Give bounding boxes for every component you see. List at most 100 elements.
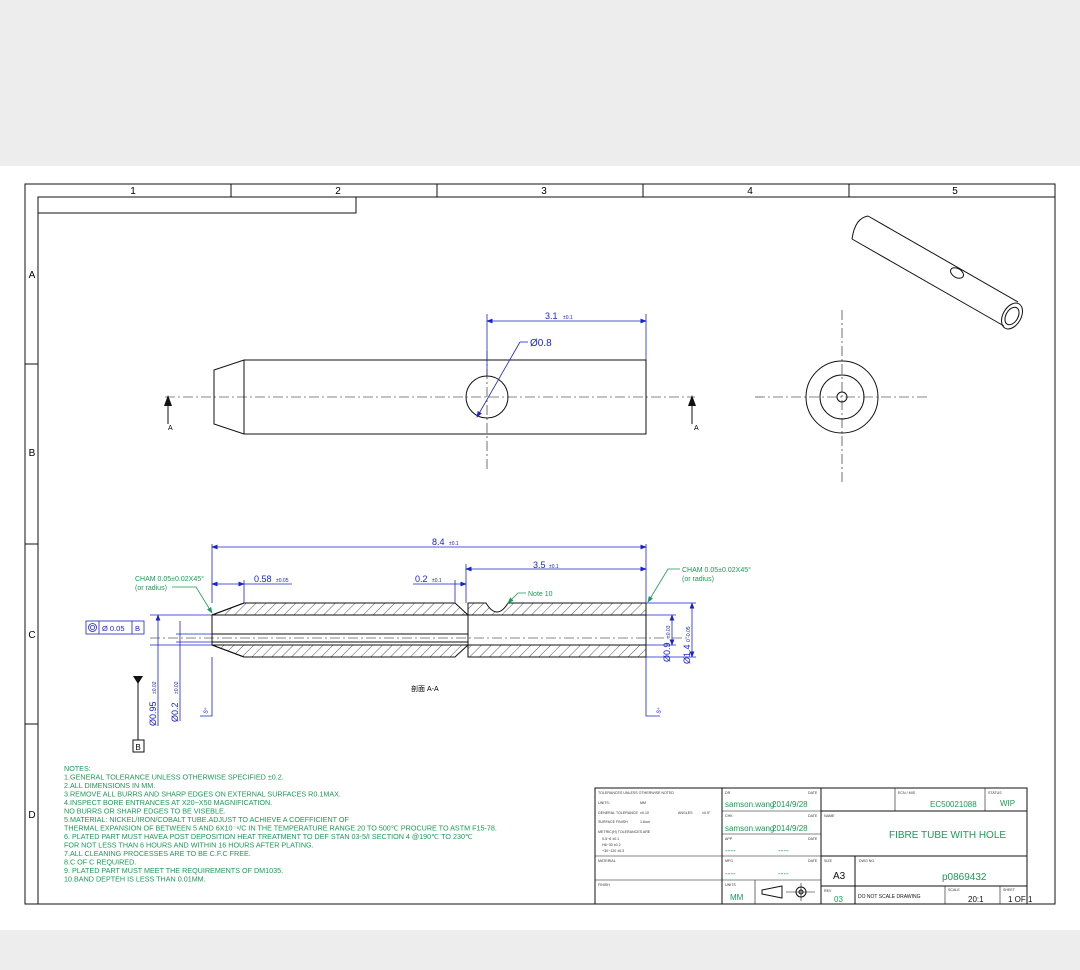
tb-general-tol-label: GENERAL TOLERANCE: [598, 811, 638, 815]
tb-checked-by: samson.wang: [725, 824, 774, 833]
note-line: 6. PLATED PART MUST HAVEA POST DEPOSITIO…: [64, 832, 473, 841]
tb-mfg-by: ----: [725, 869, 736, 878]
cham-left-line1: CHAM 0.05±0.02X45°: [135, 575, 204, 583]
tb-rev-label: REV: [824, 889, 832, 893]
title-block: [594, 787, 1028, 905]
cham-right-line2: (or radius): [682, 576, 714, 583]
tb-app-label: APP: [725, 837, 733, 841]
note10-leader: [507, 592, 526, 604]
isometric-view: [851, 215, 1023, 330]
cham-right-leader: [647, 568, 680, 603]
tb-metric-1: 0-5~6 ±0.1: [602, 837, 619, 841]
row-label: D: [28, 810, 35, 821]
outer-dia-label: Ø1.4: [682, 644, 692, 664]
row-label: B: [29, 448, 36, 459]
tb-status-label: STATUS: [988, 791, 1002, 795]
cham-angle-right: [645, 657, 660, 717]
note-line: 5.MATERIAL: NICKEL/IRON/COBALT TUBE.ADJU…: [64, 815, 350, 824]
tb-dwg-label: DWG NO.: [859, 859, 875, 863]
tb-finish-label: FINISH: [598, 883, 610, 887]
note-line: FOR NOT LESS THAN 6 HOURS AND WITHIN 16 …: [64, 841, 314, 850]
note-line: 2.ALL DIMENSIONS IN MM.: [64, 781, 155, 790]
column-label: 4: [747, 186, 753, 197]
small-bore-tol: ±0.02: [174, 681, 180, 694]
notes-block: NOTES: 1.GENERAL TOLERANCE UNLESS OTHERW…: [64, 764, 497, 884]
bore-len-tol: ±0.1: [549, 564, 559, 570]
tb-drawn-by: samson.wang: [725, 800, 774, 809]
tb-units2-value: MM: [730, 893, 744, 902]
column-label: 5: [952, 186, 958, 197]
tb-size: A3: [833, 871, 846, 882]
tb-material-label: MATERIAL: [598, 859, 616, 863]
tb-metric-2: H6~30 ±0.2: [602, 843, 621, 847]
tb-angle-label: ANGLES: [678, 811, 693, 815]
revision-box: [37, 196, 357, 214]
concentricity-icon: [88, 623, 97, 632]
tb-status: WIP: [1000, 799, 1015, 808]
note-line: 7.ALL CLEANING PROCESSES ARE TO BE C.F.C…: [64, 849, 251, 858]
groove-w-tol: ±0.1: [432, 578, 442, 584]
fcf-value: Ø 0.05: [102, 624, 125, 633]
tb-units-label: UNITS:: [598, 801, 610, 805]
cham-left-leader: [172, 586, 213, 614]
fcf-datum: B: [135, 624, 140, 633]
row-label: C: [28, 630, 35, 641]
front-view: [164, 351, 696, 471]
column-label: 3: [541, 186, 547, 197]
tb-angle-value: ±0.5°: [702, 811, 711, 815]
section-label: 剖面 A-A: [411, 684, 439, 693]
tb-checked-date: 2014/9/28: [772, 824, 808, 833]
front-len-tol: ±0.05: [276, 578, 289, 584]
tb-name-label: NAME: [824, 814, 835, 818]
cham-angle-left: [200, 657, 213, 717]
groove-w-label: 0.2: [415, 574, 428, 584]
tb-sheet: 1 OF 1: [1008, 895, 1033, 904]
datum-box: [132, 739, 145, 753]
tb-date-label-4: DATE: [808, 859, 818, 863]
end-view: [755, 310, 930, 484]
note-line: 1.GENERAL TOLERANCE UNLESS OTHERWISE SPE…: [64, 773, 284, 782]
tb-scale-label: SCALE: [948, 888, 960, 892]
cham-right-line1: CHAM 0.05±0.02X45°: [682, 566, 751, 574]
tb-sheet-label: SHEET: [1003, 888, 1016, 892]
datum-triangle: [133, 676, 143, 684]
third-angle-projection-icon: [761, 883, 815, 901]
column-label: 2: [335, 186, 341, 197]
fcf-frame: [85, 620, 145, 635]
tb-drawn-date: 2014/9/28: [772, 800, 808, 809]
front-len-label: 0.58: [254, 574, 272, 584]
bore-dia-tol: ±0.03: [666, 625, 672, 638]
row-label: A: [29, 270, 36, 281]
tb-app-by: ----: [725, 846, 736, 855]
tb-general-tol-value: ±0.10: [640, 811, 649, 815]
engineering-drawing: 1 2 3 4 5 A B C D A A Ø0.8 3.1 ±0.1: [24, 183, 1056, 905]
note-line: 4.INSPECT BORE ENTRANCES AT X20~X50 MAGN…: [64, 798, 272, 807]
outer-dia-tol: 0 -0.05: [686, 626, 692, 642]
concentricity-icon-inner: [90, 625, 95, 630]
hole-pos-label: 3.1: [545, 311, 558, 321]
column-label: 1: [130, 186, 136, 197]
tb-surface-label: SURFACE FINISH: [598, 820, 628, 824]
tb-mfg-date: ----: [778, 869, 789, 878]
overall-len-label: 8.4: [432, 537, 445, 547]
tb-date-label-3: DATE: [808, 837, 818, 841]
tb-app-date: ----: [778, 846, 789, 855]
note-line: 10.BAND DEPTEH IS LESS THAN 0.01MM.: [64, 875, 206, 884]
datum-label: B: [136, 743, 141, 752]
bore-len-label: 3.5: [533, 560, 546, 570]
hole-dia-label: Ø0.8: [530, 338, 552, 349]
note10-label: Note 10: [528, 591, 553, 598]
tb-dwg-no: p0869432: [942, 872, 987, 883]
tb-surface-value: 1.6um: [640, 820, 650, 824]
tb-metric-3: +30~120 ±0.3: [602, 849, 624, 853]
tb-scale: 20:1: [968, 895, 984, 904]
tb-date-label: DATE: [808, 791, 818, 795]
overall-len-tol: ±0.1: [449, 541, 459, 547]
note-line: NO BURRS OR SHARP EDGES TO BE VISEBLE.: [64, 807, 226, 816]
tb-size-label: SIZE: [824, 859, 833, 863]
tb-metric-label: METRIC(H) TOLERANCES ARE: [598, 830, 651, 834]
tb-mfg-label: MFG: [725, 859, 733, 863]
tb-dr-label: DR: [725, 791, 731, 795]
tb-chk-label: CHK: [725, 814, 733, 818]
tb-ecn-label: ECN / MIS: [898, 791, 916, 795]
